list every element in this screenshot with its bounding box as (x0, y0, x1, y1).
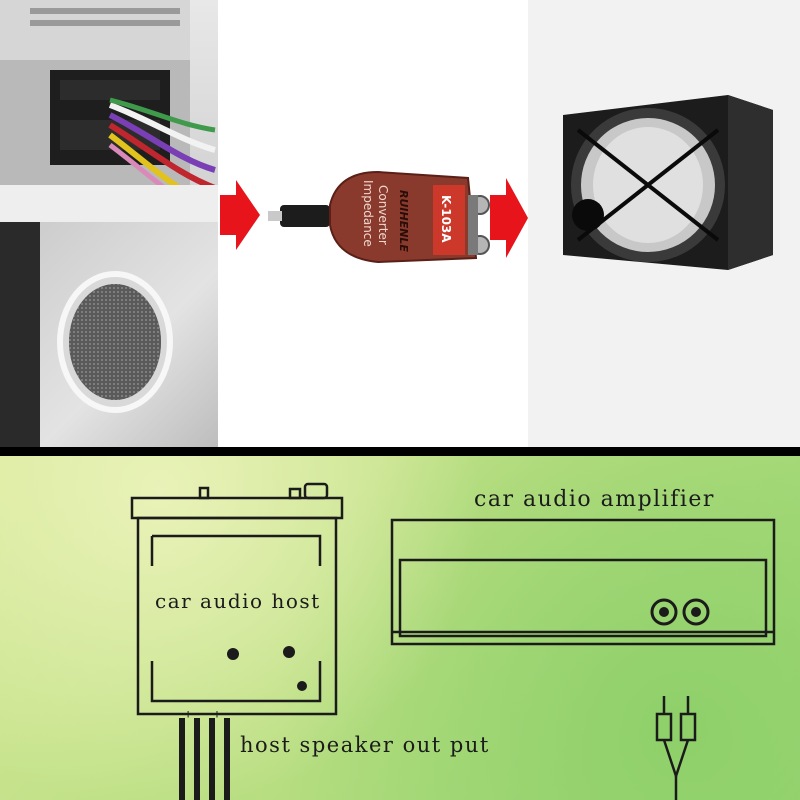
host-knob-small (297, 681, 307, 691)
door-speaker-photo (0, 222, 218, 447)
head-unit-illustration (0, 0, 218, 222)
amp-rca-jack-left (650, 598, 678, 626)
car-audio-host-label: car audio host (155, 589, 321, 613)
arrow-right-icon (490, 178, 528, 258)
amp-rca-jack-right (682, 598, 710, 626)
diagram-lines: - + - + (130, 482, 776, 800)
impedance-converter-photo: Impedance Converter RUIHENLE K-103A (218, 0, 528, 447)
subwoofer-photo (528, 0, 800, 447)
speaker-wires (179, 718, 230, 800)
section-divider (0, 447, 800, 456)
converter-brand: RUIHENLE (397, 190, 410, 252)
arrow-right-icon (220, 180, 260, 250)
car-audio-amplifier-label: car audio amplifier (474, 487, 715, 512)
host-speaker-output-label: host speaker out put (240, 733, 490, 757)
door-speaker-illustration (0, 222, 173, 447)
host-knob-right (283, 646, 295, 658)
converter-label-converter: Converter (376, 185, 390, 245)
converter-illustration: Impedance Converter RUIHENLE K-103A (220, 170, 528, 264)
subwoofer-illustration (563, 95, 773, 270)
host-knob-left (227, 648, 239, 660)
converter-model: K-103A (439, 195, 453, 243)
wiring-diagram: - + - + car audio host car audio ampl (0, 456, 800, 800)
converter-label-impedance: Impedance (361, 180, 375, 247)
car-audio-amplifier-drawing (390, 518, 776, 646)
car-audio-host-drawing (130, 482, 344, 716)
head-unit-photo (0, 0, 218, 222)
polarity-marks: - + - + (170, 707, 221, 721)
rca-plug-icon (655, 696, 697, 800)
